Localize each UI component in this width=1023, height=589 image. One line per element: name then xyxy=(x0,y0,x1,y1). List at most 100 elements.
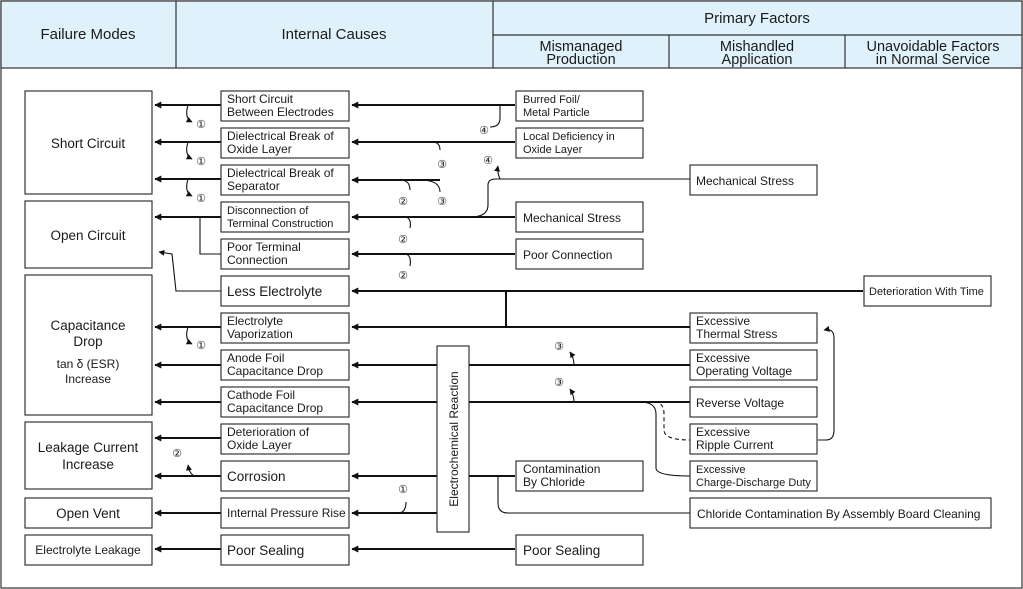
mp-local-deficiency-line1: Local Deficiency in xyxy=(523,131,615,143)
ic-short-electrodes-box xyxy=(220,90,350,122)
ic-short-electrodes-line2: Between Electrodes xyxy=(227,105,334,119)
ic-poor-terminal-box xyxy=(220,238,350,270)
marker-two: ② xyxy=(172,448,182,460)
ic-less-electrolyte-box xyxy=(220,275,350,307)
ic-short-electrodes-line1: Short Circuit xyxy=(227,92,294,106)
ic-poor-sealing: Poor Sealing xyxy=(227,543,304,558)
uf-deterioration-time: Deterioration With Time xyxy=(869,286,984,298)
ma-reverse-voltage-box xyxy=(689,386,818,418)
marker-four: ④ xyxy=(479,125,489,137)
connector-lines xyxy=(154,101,863,553)
arrow-ripple-to-thermal xyxy=(818,326,835,441)
ma-chloride-cleaning: Chloride Contamination By Assembly Board… xyxy=(697,507,980,521)
fm-open-circuit: Open Circuit xyxy=(50,228,125,243)
ic-less-electrolyte: Less Electrolyte xyxy=(227,284,322,299)
ic-disconnection-line1: Disconnection of xyxy=(227,205,309,217)
ma-chloride-cleaning-box xyxy=(689,497,992,529)
marker-three: ③ xyxy=(554,377,564,389)
marker-two: ② xyxy=(398,270,408,282)
header-internal-causes: Internal Causes xyxy=(281,26,386,43)
ma-charge-discharge-box xyxy=(689,460,818,492)
ma-ripple-line2: Ripple Current xyxy=(696,438,774,452)
mp-poor-sealing: Poor Sealing xyxy=(523,543,600,558)
mp-burred-foil-line2: Metal Particle xyxy=(523,107,590,119)
ic-poor-sealing-box xyxy=(220,534,350,566)
ic-poor-terminal-line2: Connection xyxy=(227,253,288,267)
header-primary-factors: Primary Factors xyxy=(704,10,810,27)
link-charge-discharge xyxy=(639,401,691,477)
ma-charge-discharge-line2: Charge-Discharge Duty xyxy=(696,477,811,489)
ic-dielectric-oxide-line1: Dielectrical Break of xyxy=(227,129,334,143)
fm-capacitance-line4: Increase xyxy=(65,372,111,386)
mismanaged-production-column: Burred Foil/ Metal Particle Local Defici… xyxy=(515,90,644,566)
ic-electrolyte-vapor-box xyxy=(220,312,350,344)
electrochemical-reaction: Electrochemical Reaction xyxy=(436,345,470,533)
marker-four: ④ xyxy=(483,155,493,167)
unavoidable-factors-column: Deterioration With Time xyxy=(863,275,992,307)
ic-pressure-rise: Internal Pressure Rise xyxy=(227,506,346,520)
ic-dielectric-separator-line2: Separator xyxy=(227,179,280,193)
marker-one: ① xyxy=(196,193,206,205)
marker-two: ② xyxy=(398,196,408,208)
ic-dielectric-oxide-box xyxy=(220,127,350,159)
fm-leakage-line1: Leakage Current xyxy=(38,440,139,455)
header-unavoidable-line1: Unavoidable Factors xyxy=(867,39,1000,55)
ma-ripple-line1: Excessive xyxy=(696,425,750,439)
marker-one: ① xyxy=(196,340,206,352)
mp-local-deficiency-box xyxy=(515,127,644,159)
ic-deterioration-oxide-line1: Deterioration of xyxy=(227,425,310,439)
electrochemical-reaction-label: Electrochemical Reaction xyxy=(447,371,461,506)
fm-capacitance-line2: Drop xyxy=(73,334,102,349)
mp-poor-sealing-box xyxy=(515,534,644,566)
marker-one: ① xyxy=(196,156,206,168)
ma-reverse-voltage: Reverse Voltage xyxy=(696,396,784,410)
ic-electrolyte-vapor-line2: Vaporization xyxy=(227,327,293,341)
ic-dielectric-separator-line1: Dielectrical Break of xyxy=(227,166,334,180)
mp-mech-stress: Mechanical Stress xyxy=(523,211,621,225)
ic-deterioration-oxide-line2: Oxide Layer xyxy=(227,438,292,452)
ic-corrosion: Corrosion xyxy=(227,469,286,484)
ic-cathode-foil-line1: Cathode Foil xyxy=(227,388,295,402)
ic-corrosion-box xyxy=(220,460,350,492)
mishandled-application-column: Mechanical Stress Excessive Thermal Stre… xyxy=(689,164,992,529)
header-unavoidable-line2: in Normal Service xyxy=(876,52,990,68)
ic-cathode-foil-box xyxy=(220,386,350,418)
ma-thermal-line1: Excessive xyxy=(696,314,750,328)
fm-open-vent: Open Vent xyxy=(56,506,120,521)
header-mishandled-line1: Mishandled xyxy=(720,39,794,55)
ma-operating-voltage-line1: Excessive xyxy=(696,351,750,365)
fm-short-circuit: Short Circuit xyxy=(51,136,126,151)
mp-burred-foil-box xyxy=(515,90,644,122)
ic-anode-foil-line2: Capacitance Drop xyxy=(227,364,323,378)
ic-anode-foil-line1: Anode Foil xyxy=(227,351,284,365)
fm-leakage-line2: Increase xyxy=(62,457,114,472)
mp-contamination-line1: Contamination xyxy=(523,462,600,476)
ma-charge-discharge-line1: Excessive xyxy=(696,464,746,476)
link-mechanical-stress-application xyxy=(469,178,690,218)
mp-contamination-line2: By Chloride xyxy=(523,475,585,489)
ic-disconnection-line2: Terminal Construction xyxy=(227,218,333,230)
marker-three: ③ xyxy=(437,159,447,171)
marker-one: ① xyxy=(398,484,408,496)
header-mismanaged-line1: Mismanaged xyxy=(539,39,622,55)
fm-electrolyte-leakage: Electrolyte Leakage xyxy=(35,543,141,557)
header-failure-modes: Failure Modes xyxy=(40,26,135,43)
link-poor-terminal xyxy=(199,217,221,255)
failure-modes-column: Short Circuit Open Circuit Capacitance D… xyxy=(24,90,153,566)
header-mismanaged-line2: Production xyxy=(546,52,615,68)
table-header: Failure Modes Internal Causes Primary Fa… xyxy=(0,0,1023,69)
fm-leakage-current-box xyxy=(24,421,153,490)
markers: ① ① ① ① ② ④ ③ ④ ② ③ ② ② ③ ③ ① xyxy=(172,119,564,496)
mp-mech-stress-box xyxy=(515,201,644,233)
mp-burred-foil-line1: Burred Foil/ xyxy=(523,94,581,106)
marker-three: ③ xyxy=(554,341,564,353)
fm-capacitance-line3: tan δ (ESR) xyxy=(57,357,120,371)
fm-short-circuit-box xyxy=(24,90,153,195)
fm-capacitance-line1: Capacitance xyxy=(50,318,125,333)
ic-dielectric-oxide-line2: Oxide Layer xyxy=(227,142,292,156)
ma-thermal-line2: Thermal Stress xyxy=(696,327,777,341)
ic-cathode-foil-line2: Capacitance Drop xyxy=(227,401,323,415)
